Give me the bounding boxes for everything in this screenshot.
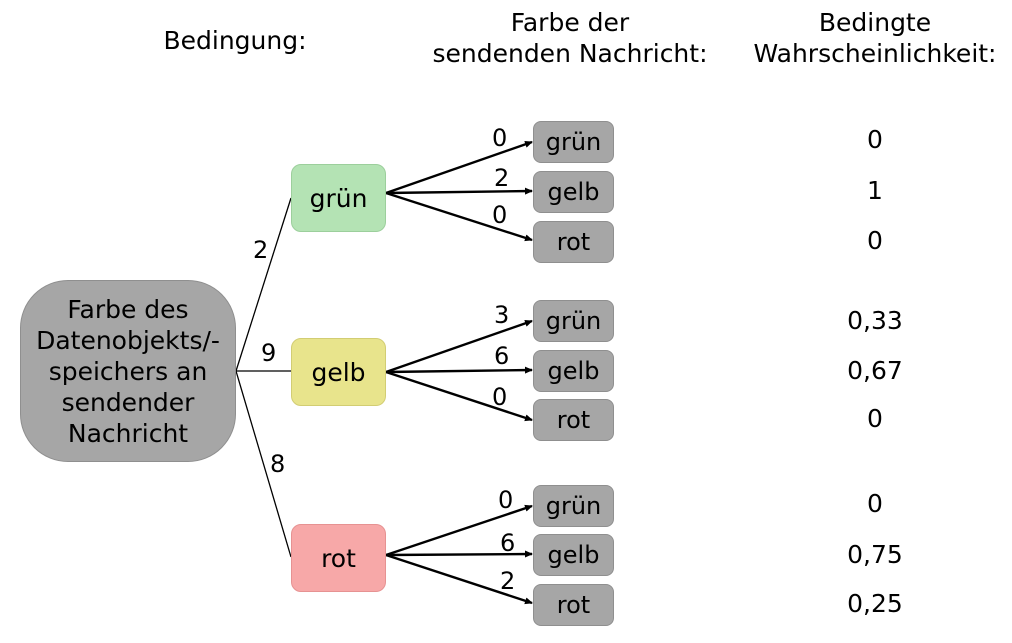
leaf-gelb-gelb-label: gelb [547,357,600,385]
leaf-rot-gruen-label: grün [545,492,602,520]
edge-gelb-gruen [385,319,533,374]
edge-count-gruen-gelb: 2 [494,164,510,192]
edge-count-gruen-rot: 0 [492,201,508,229]
probability-rot-rot: 0,25 [847,589,903,618]
header-probability: Bedingte Wahrscheinlichkeit: [745,7,1005,69]
edge-count-root-gelb: 9 [261,339,277,367]
probability-gruen-rot: 0 [867,226,883,255]
edge-count-rot-gruen: 0 [498,486,514,514]
header-condition: Bedingung: [160,25,310,56]
probability-gelb-gruen: 0,33 [847,306,903,335]
leaf-gelb-rot: rot [533,399,614,441]
leaf-gruen-rot-label: rot [556,228,591,256]
leaf-gelb-gruen: grün [533,300,614,342]
leaf-gelb-gelb: gelb [533,350,614,392]
header-message-color-line-1: Farbe der [510,8,630,37]
condition-node-gruen: grün [291,164,386,232]
condition-node-gelb-label: gelb [311,357,366,387]
root-line-1: Farbe des [67,294,189,324]
condition-node-rot-label: rot [321,543,356,573]
edge-count-gelb-gelb: 6 [494,342,510,370]
probability-gruen-gelb: 1 [867,176,883,205]
root-line-4: sendender [61,387,195,417]
root-line-3: speichers an [48,356,208,386]
edge-root-rot [235,370,292,558]
edge-rot-gruen [385,504,533,557]
edge-root-gruen [235,197,292,372]
leaf-gruen-gelb-label: gelb [547,178,600,206]
edge-count-rot-rot: 2 [500,567,516,595]
header-message-color: Farbe der sendenden Nachricht: [420,7,720,69]
edge-gruen-gelb [385,187,533,195]
probability-gelb-gelb: 0,67 [847,356,903,385]
edge-rot-rot [385,553,533,605]
edge-gelb-rot [385,370,533,422]
probability-gruen-gruen: 0 [867,125,883,154]
root-node-text: Farbe des Datenobjekts/- speichers an se… [36,294,220,449]
leaf-gelb-rot-label: rot [556,406,591,434]
leaf-rot-gelb: gelb [533,534,614,576]
leaf-rot-rot: rot [533,584,614,626]
condition-node-rot: rot [291,524,386,592]
condition-node-gelb: gelb [291,338,386,406]
root-node: Farbe des Datenobjekts/- speichers an se… [20,280,236,462]
condition-node-gruen-label: grün [309,183,368,213]
edge-rot-gelb [385,550,533,558]
leaf-rot-gruen: grün [533,485,614,527]
header-probability-line-1: Bedingte [818,8,932,37]
leaf-rot-rot-label: rot [556,591,591,619]
header-message-color-line-2: sendenden Nachricht: [432,39,708,68]
header-condition-line: Bedingung: [163,26,307,55]
edge-count-rot-gelb: 6 [500,529,516,557]
edge-gruen-gruen [385,140,533,195]
leaf-rot-gelb-label: gelb [547,541,600,569]
probability-gelb-rot: 0 [867,404,883,433]
edge-count-gruen-gruen: 0 [492,124,508,152]
header-probability-line-2: Wahrscheinlichkeit: [753,39,997,68]
edge-count-root-rot: 8 [270,450,286,478]
root-line-2: Datenobjekts/- [36,325,220,355]
edge-gelb-gelb [385,366,533,374]
edge-count-gelb-gruen: 3 [494,301,510,329]
leaf-gelb-gruen-label: grün [545,307,602,335]
edge-count-gelb-rot: 0 [492,383,508,411]
probability-rot-gruen: 0 [867,489,883,518]
probability-rot-gelb: 0,75 [847,540,903,569]
edge-gruen-rot [385,191,533,242]
leaf-gruen-gelb: gelb [533,171,614,213]
leaf-gruen-rot: rot [533,221,614,263]
root-line-5: Nachricht [67,418,189,448]
edge-count-root-gruen: 2 [253,236,269,264]
leaf-gruen-gruen: grün [533,121,614,163]
leaf-gruen-gruen-label: grün [545,128,602,156]
